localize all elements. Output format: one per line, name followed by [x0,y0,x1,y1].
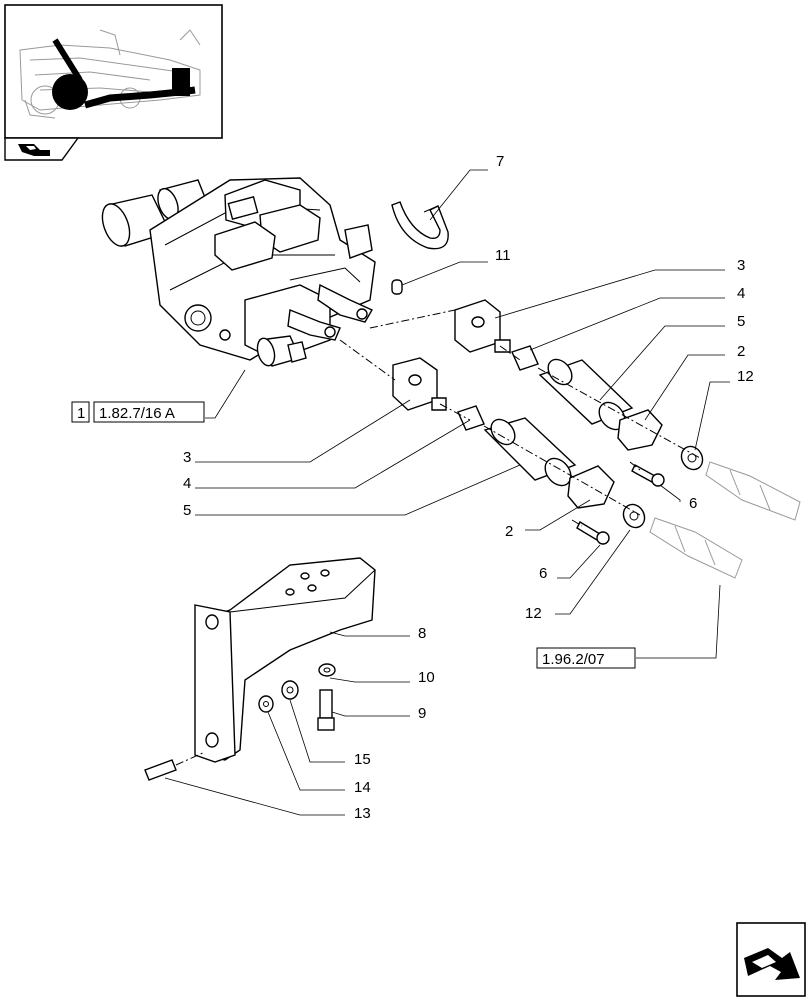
label-3-lower: 3 [183,449,191,466]
cable-end-lower [649,517,743,579]
label-4-lower: 4 [183,475,191,492]
part-5-boot-lower [483,417,577,487]
label-12-upper: 12 [737,368,754,385]
label-8: 8 [418,625,426,642]
reference-text: 1.82.7/16 A [99,405,175,422]
label-6-lower: 6 [539,565,547,582]
label-7: 7 [496,153,504,170]
label-11: 11 [495,247,511,264]
cable-end-upper [705,461,801,521]
label-5-upper: 5 [737,313,745,330]
reference-prefix: 1 [77,405,85,422]
label-6-upper: 6 [689,495,697,512]
part-6-screw-upper [631,464,665,487]
part-11-pin [391,279,403,295]
reference-link-1-96-2-07[interactable]: 1.96.2/07 [536,647,636,669]
label-5-lower: 5 [183,502,191,519]
part-7-clip [391,201,449,250]
label-9: 9 [418,705,426,722]
label-2-upper: 2 [737,343,745,360]
part-14-washer [258,695,274,713]
part-2-flange-upper [617,409,663,451]
label-15: 15 [354,751,371,768]
part-10-washer [318,663,336,677]
part-3-clevis-lower [392,357,447,411]
overview-thumbnail[interactable] [4,4,223,139]
part-9-bolt [317,689,335,731]
label-14: 14 [354,779,371,796]
part-12-nut-upper [680,445,704,471]
label-12-lower: 12 [525,605,542,622]
label-10: 10 [418,669,435,686]
previous-page-arrow-icon [18,144,50,156]
label-4-upper: 4 [737,285,745,302]
next-page-button[interactable] [736,922,806,997]
reference-text: 1.96.2/07 [542,651,605,668]
part-4-bushing-upper [511,345,539,371]
leader-lines [164,169,730,816]
next-page-arrow-icon [744,948,800,980]
label-3-upper: 3 [737,257,745,274]
part-13-stud [144,759,177,781]
part-3-clevis-upper [454,299,511,353]
control-valve-assembly [101,177,376,367]
label-2-lower: 2 [505,523,513,540]
prev-page-button[interactable] [4,137,80,161]
part-6-screw-lower [576,521,610,545]
label-13: 13 [354,805,371,822]
part-15-nut [281,680,299,700]
part-4-bushing-lower [457,405,485,431]
reference-link-1-82-7-16-a[interactable]: 1 1.82.7/16 A [71,401,205,423]
part-8-bracket [194,557,376,763]
